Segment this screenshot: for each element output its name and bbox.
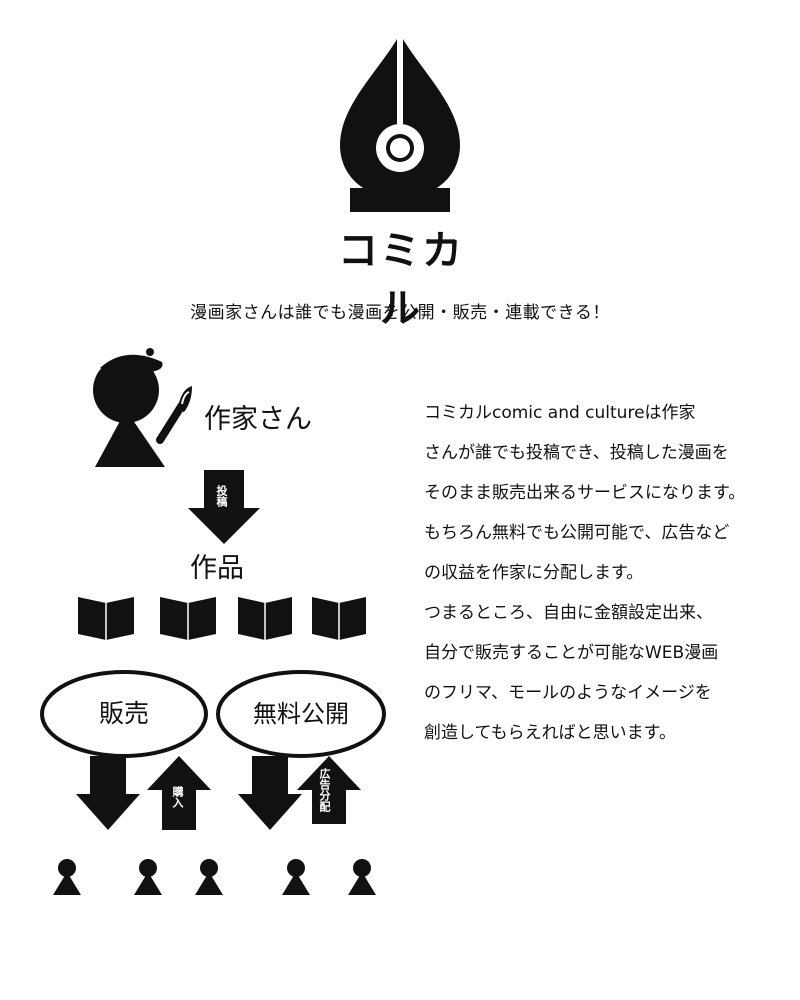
book-icon [78,597,366,640]
tagline: 漫画家さんは誰でも漫画を公開・販売・連載できる！ [190,303,610,323]
free-ellipse [216,670,386,758]
description-line: 創造してもらえればと思います。 [424,723,676,743]
brand-text: コミカル [338,228,464,332]
description-line: の収益を作家に分配します。 [424,563,644,583]
up-arrow [297,756,361,824]
free-publish-label: 無料公開 [253,700,349,728]
description-line: そのまま販売出来るサービスになります。 [424,483,746,503]
buy-label: 購入 [171,786,184,808]
ad-share-label: 広告分配 [318,768,331,812]
description-line: 自分で販売することが可能なWEB漫画 [424,643,719,663]
description-line: コミカルcomic and cultureは作家 [424,403,696,423]
down-arrow [238,756,302,830]
works-label: 作品 [190,553,244,584]
pen-nib-icon [340,34,460,212]
person-icon [53,859,376,895]
description-line: さんが誰でも投稿でき、投稿した漫画を [424,443,729,463]
logo [320,30,480,274]
workflow-diagram [40,348,386,895]
description: コミカルcomic and cultureは作家 さんが誰でも投稿でき、投稿した… [424,393,794,753]
description-line: もちろん無料でも公開可能で、広告など [424,523,730,543]
description-line: のフリマ、モールのようなイメージを [424,683,712,703]
artist-label: 作家さん [204,404,312,435]
description-line: つまるところ、自由に金額設定出来、 [424,603,713,623]
sell-label: 販売 [98,699,149,728]
up-arrow [147,756,211,830]
down-arrow [76,756,140,830]
artist-icon [93,348,192,467]
post-label: 投稿 [215,485,228,507]
post-arrow [188,470,260,544]
